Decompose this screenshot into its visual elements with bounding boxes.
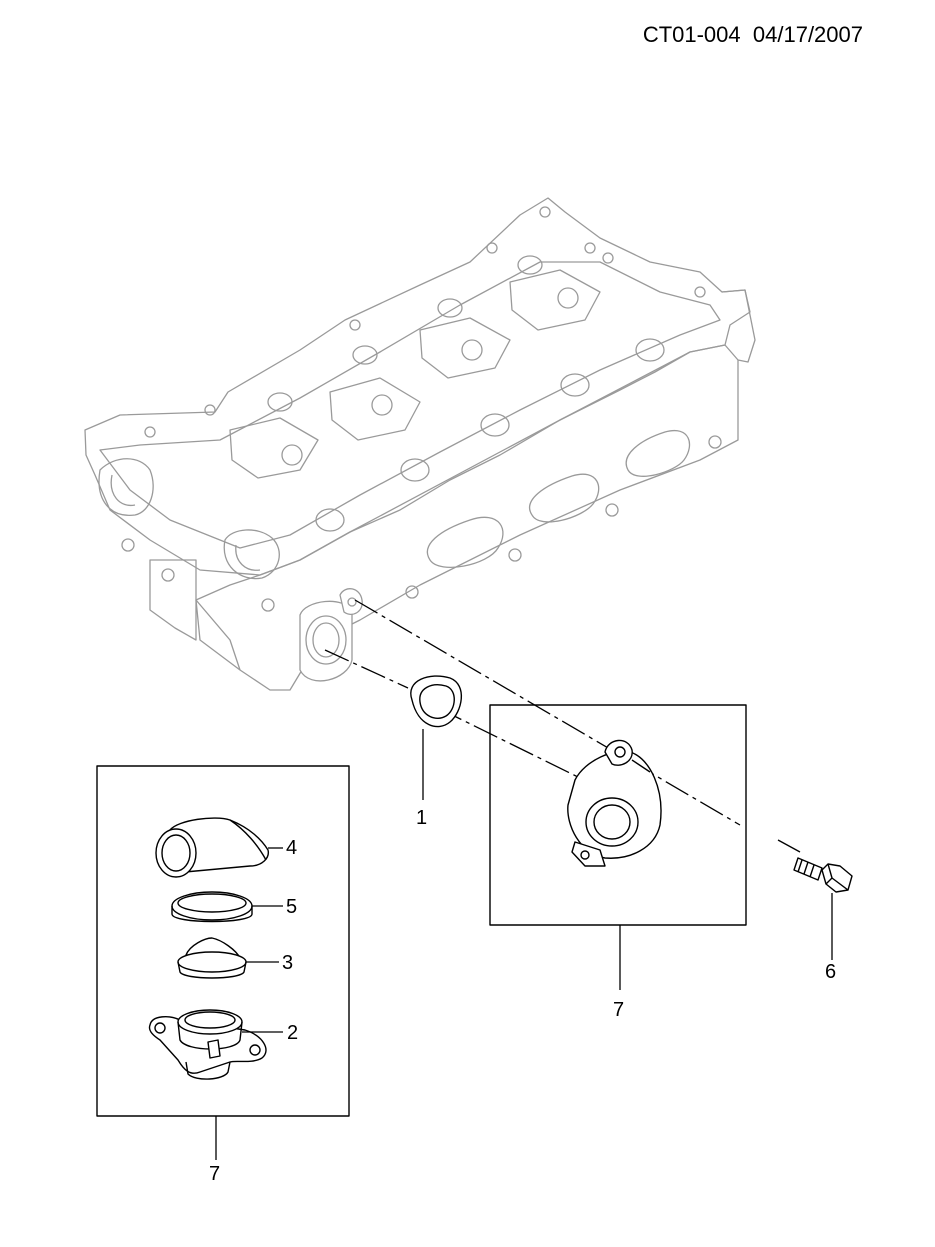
bolt-assembly-line-end [777, 839, 801, 853]
callout-outlet-pipe: 4 [286, 837, 298, 859]
callout-gasket: 1 [416, 807, 428, 829]
callout-lower-assembly: 7 [209, 1163, 221, 1185]
outlet-pipe-part [155, 817, 269, 878]
seal-ring-part [171, 891, 253, 923]
drawing-header: CT01-004 04/17/2007 [643, 22, 863, 48]
bolt-part [793, 857, 853, 893]
callout-thermostat: 3 [282, 952, 294, 974]
housing-part [148, 1009, 267, 1080]
cylinder-head-illustration [84, 197, 756, 691]
thermostat-part [177, 937, 247, 979]
callout-seal-ring: 5 [286, 896, 298, 918]
bolt-assembly-line [354, 599, 741, 826]
callout-bolt: 6 [825, 961, 837, 983]
gasket-assembly-line-b [437, 707, 581, 779]
thermostat-assembly-illustration [567, 739, 662, 867]
callout-housing: 2 [287, 1022, 299, 1044]
drawing-code: CT01-004 [642, 22, 741, 47]
gasket-assembly-line-a [324, 649, 409, 689]
drawing-date: 04/17/2007 [752, 22, 863, 47]
gasket-part [410, 675, 462, 728]
thermostat-assembly-box [489, 704, 747, 926]
exploded-assembly-box [96, 765, 350, 1117]
callout-upper-assembly: 7 [613, 999, 625, 1021]
